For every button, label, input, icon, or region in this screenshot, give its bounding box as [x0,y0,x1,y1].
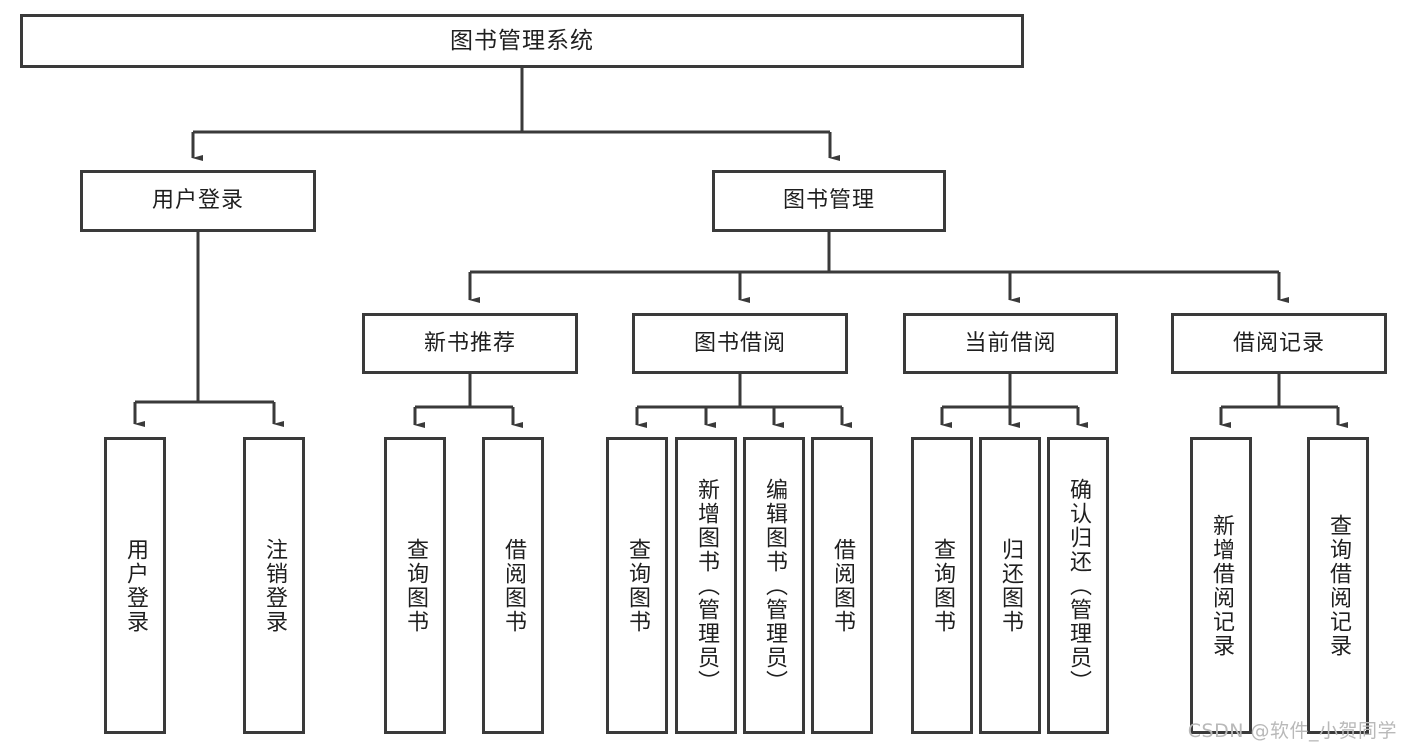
node-book-management[interactable]: 图书管理 [712,170,946,232]
node-label: 当前借阅 [964,330,1057,356]
node-label: 借阅记录 [1232,330,1325,356]
node-borrow-record[interactable]: 借阅记录 [1171,313,1387,374]
node-user-login[interactable]: 用户登录 [80,170,316,232]
leaf-label: 确认归还（管理员） [1066,477,1091,694]
leaf-label: 归还图书 [998,537,1023,634]
leaf-label: 编辑图书（管理员） [762,477,787,694]
leaf-label: 查询图书 [403,537,428,634]
leaf-label: 注销登录 [262,537,287,634]
node-label: 新书推荐 [423,330,516,356]
watermark-text: CSDN @软件_小贺同学 [1187,720,1397,742]
leaf-query-borrow-record[interactable]: 查询借阅记录 [1307,437,1369,734]
leaf-add-book-admin[interactable]: 新增图书（管理员） [675,437,737,734]
leaf-user-login[interactable]: 用户登录 [104,437,166,734]
leaf-label: 借阅图书 [830,537,855,634]
leaf-borrow-book-recommend[interactable]: 借阅图书 [482,437,544,734]
leaf-label: 借阅图书 [501,537,526,634]
leaf-borrow-book[interactable]: 借阅图书 [811,437,873,734]
leaf-label: 用户登录 [123,537,148,634]
leaf-query-book-current[interactable]: 查询图书 [911,437,973,734]
node-root-system[interactable]: 图书管理系统 [20,14,1024,68]
node-label: 图书管理 [782,188,875,214]
leaf-user-logout[interactable]: 注销登录 [243,437,305,734]
leaf-return-book[interactable]: 归还图书 [979,437,1041,734]
leaf-confirm-return-admin[interactable]: 确认归还（管理员） [1047,437,1109,734]
leaf-label: 新增图书（管理员） [694,477,719,694]
leaf-query-book-borrow[interactable]: 查询图书 [606,437,668,734]
node-label: 图书借阅 [693,330,786,356]
leaf-add-borrow-record[interactable]: 新增借阅记录 [1190,437,1252,734]
leaf-label: 新增借阅记录 [1209,513,1234,658]
node-new-book-recommend[interactable]: 新书推荐 [362,313,578,374]
leaf-edit-book-admin[interactable]: 编辑图书（管理员） [743,437,805,734]
node-book-borrow[interactable]: 图书借阅 [632,313,848,374]
node-current-borrow[interactable]: 当前借阅 [903,313,1118,374]
node-label: 用户登录 [151,188,244,214]
leaf-label: 查询借阅记录 [1326,513,1351,658]
leaf-label: 查询图书 [930,537,955,634]
node-label: 图书管理系统 [450,27,594,54]
leaf-label: 查询图书 [625,537,650,634]
leaf-query-book-recommend[interactable]: 查询图书 [384,437,446,734]
